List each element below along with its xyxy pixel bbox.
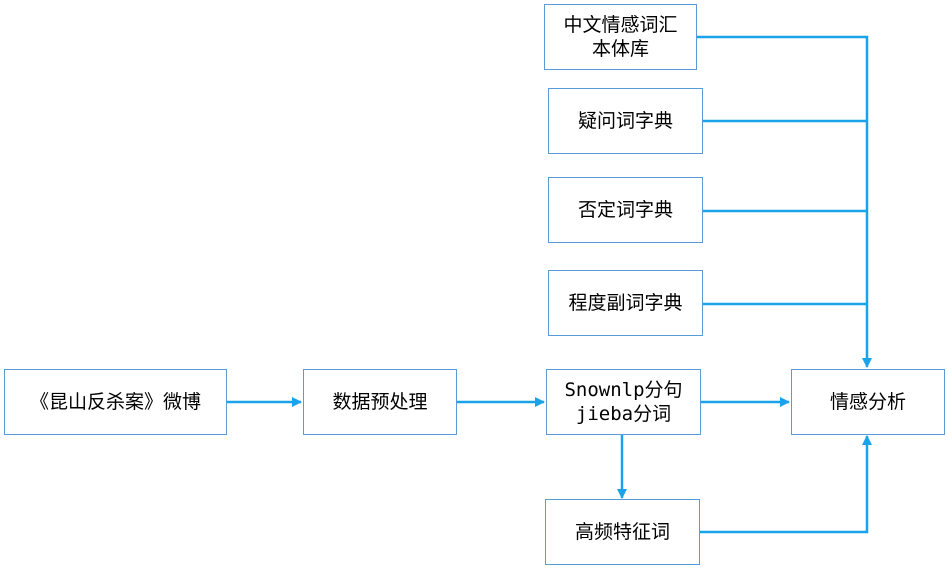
node-emotion-lexicon-line2: 本体库 (591, 38, 649, 60)
node-question-dict: 疑问词字典 (548, 88, 703, 154)
node-negation-dict: 否定词字典 (548, 177, 703, 243)
node-emotion-lexicon-line1: 中文情感词汇 (563, 14, 678, 36)
node-question-dict-label: 疑问词字典 (577, 110, 673, 132)
node-emotion-lexicon: 中文情感词汇 本体库 (544, 4, 697, 70)
node-degree-dict-label: 程度副词字典 (568, 292, 683, 314)
node-segmentation: Snownlp分句 jieba分词 (546, 369, 701, 435)
node-sentiment-label: 情感分析 (829, 391, 906, 413)
node-weibo-label: 《昆山反杀案》微博 (29, 391, 201, 413)
edge-lexicons-to-sentiment (697, 35, 872, 368)
node-degree-dict: 程度副词字典 (548, 270, 703, 336)
node-high-freq-label: 高频特征词 (574, 521, 670, 543)
node-weibo: 《昆山反杀案》微博 (4, 369, 227, 435)
node-preprocess-label: 数据预处理 (332, 391, 428, 413)
node-preprocess: 数据预处理 (303, 369, 457, 435)
edge-high-freq-to-sentiment (700, 435, 872, 534)
node-high-freq: 高频特征词 (545, 499, 700, 565)
node-segmentation-line1: Snownlp分句 (564, 379, 683, 401)
node-sentiment: 情感分析 (791, 369, 945, 435)
node-negation-dict-label: 否定词字典 (577, 199, 673, 221)
node-segmentation-line2: jieba分词 (575, 403, 672, 425)
